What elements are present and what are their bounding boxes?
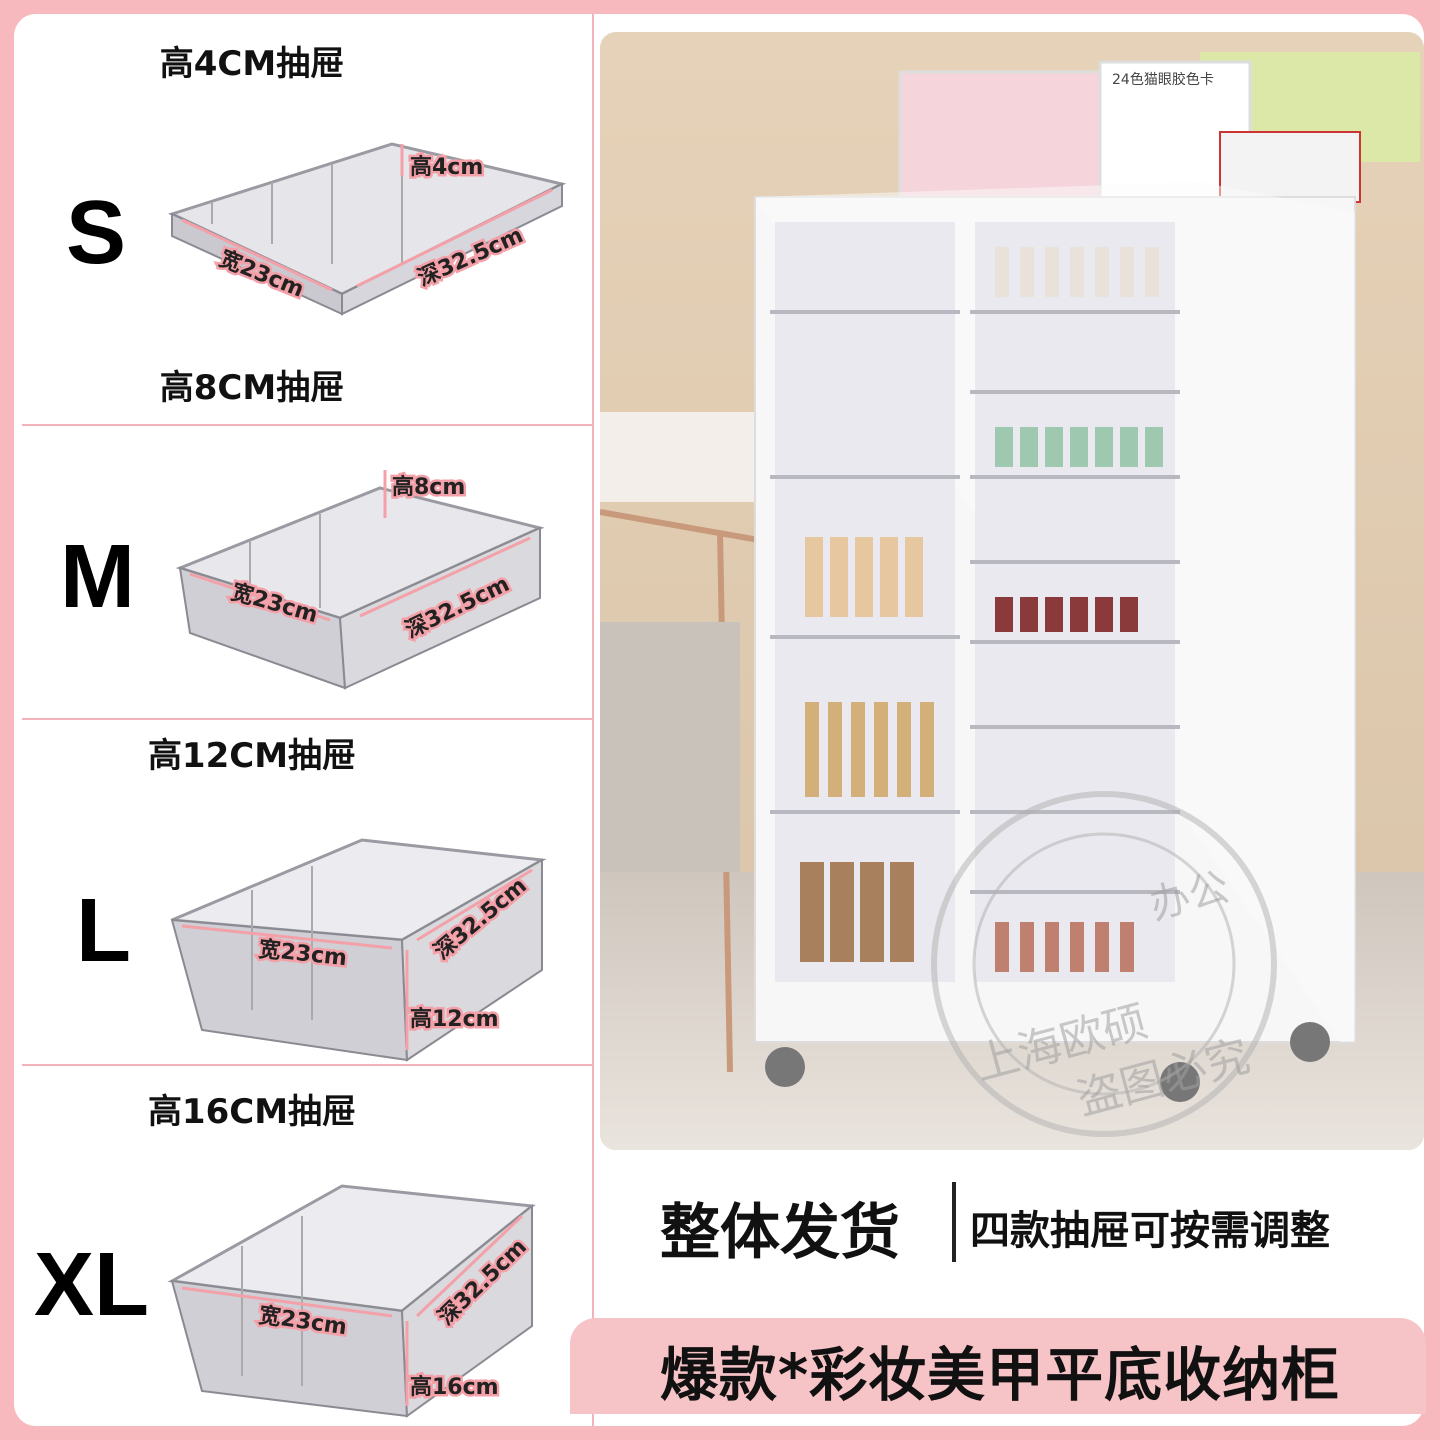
height-label: 高4cm <box>410 154 483 180</box>
size-letter: M <box>60 527 135 627</box>
drawer-size-column: 高4CM抽屉 S 宽23cm 深32.5cm 高4cm 高8CM抽屉 M <box>22 14 598 1426</box>
drawer-illustration: 宽23cm 深32.5cm 高8cm <box>175 470 545 690</box>
palette-card-text: 24色猫眼胶色卡 <box>1112 71 1214 88</box>
banner-text: 爆款*彩妆美甲平底收纳柜 <box>659 1341 1341 1409</box>
caption-row: 整体发货 四款抽屉可按需调整 <box>600 1174 1420 1268</box>
drawer-title: 高4CM抽屉 <box>159 44 345 84</box>
drawer-card-l: 高12CM抽屉 L 宽23cm 深32.5cm 高12cm <box>22 720 594 1066</box>
height-label: 高16cm <box>410 1374 499 1400</box>
size-letter: XL <box>34 1235 150 1335</box>
bottom-banner: 爆款*彩妆美甲平底收纳柜 <box>570 1318 1426 1414</box>
drawer-illustration: 宽23cm 深32.5cm 高4cm <box>167 142 567 316</box>
drawer-card-s: 高4CM抽屉 S 宽23cm 深32.5cm 高4cm 高8CM抽屉 <box>22 14 594 426</box>
drawer-illustration: 宽23cm 深32.5cm 高16cm <box>167 1184 536 1418</box>
drawer-title: 高12CM抽屉 <box>147 736 357 776</box>
height-label: 高12cm <box>410 1006 499 1032</box>
caption-main: 整体发货 <box>660 1198 900 1268</box>
size-letter: S <box>66 183 127 283</box>
height-label: 高8cm <box>392 474 465 500</box>
drawer-title: 高16CM抽屉 <box>147 1092 357 1132</box>
size-letter: L <box>76 881 131 981</box>
caption-sub: 四款抽屉可按需调整 <box>970 1208 1330 1254</box>
caption-divider <box>952 1182 956 1262</box>
drawer-card-m: M 宽23cm 深32.5cm 高8cm <box>22 426 594 720</box>
watermark-text-3: 办公 <box>1145 864 1234 929</box>
product-panel: 高4CM抽屉 S 宽23cm 深32.5cm 高4cm 高8CM抽屉 M <box>14 14 1424 1426</box>
drawer-card-xl: 高16CM抽屉 XL 宽23cm 深32.5cm 高16cm <box>22 1066 594 1426</box>
watermark-seal: 上海欧硕 盗图必究 办公 <box>931 791 1277 1137</box>
drawer-title: 高8CM抽屉 <box>159 368 345 408</box>
drawer-illustration: 宽23cm 深32.5cm 高12cm <box>170 838 547 1062</box>
